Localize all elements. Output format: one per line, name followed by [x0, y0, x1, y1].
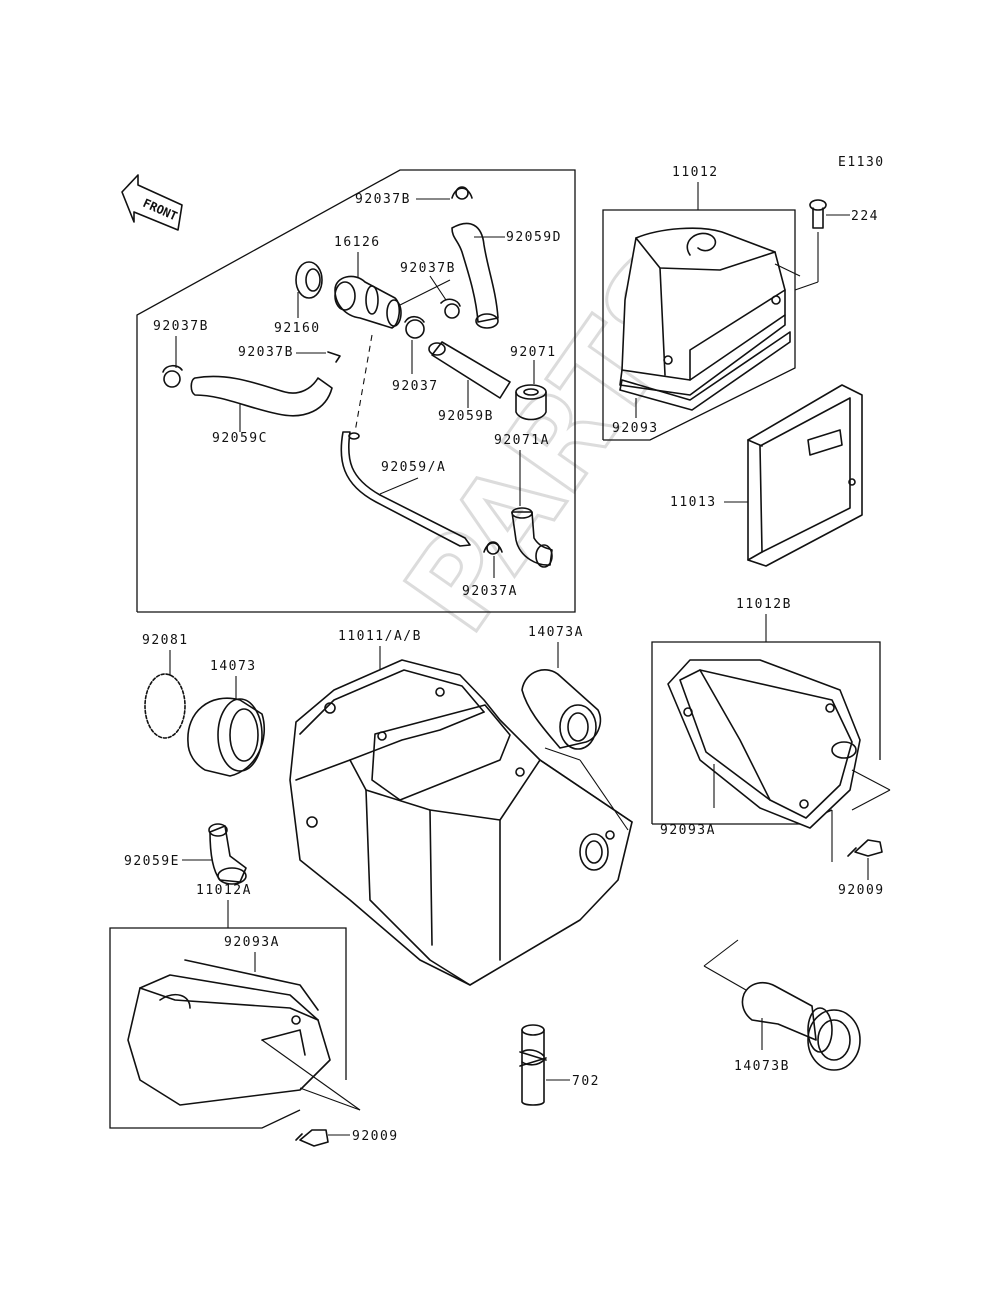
elbow-92071a: 92071A [494, 433, 553, 568]
label-16126: 16126 [334, 235, 381, 250]
label-92081: 92081 [142, 633, 189, 648]
clamp-92037 [404, 315, 425, 374]
clamp-92037b-mid [429, 275, 461, 319]
label-224: 224 [851, 209, 879, 224]
label-92071: 92071 [510, 345, 557, 360]
cover-11012-box: 11012 92093 224 [602, 165, 879, 441]
label-702: 702 [572, 1074, 600, 1089]
hose-92059c [190, 375, 333, 432]
label-92037a: 92037A [462, 584, 518, 599]
label-92059b: 92059B [438, 409, 494, 424]
label-92093a-right: 92093A [660, 823, 716, 838]
label-92160: 92160 [274, 321, 321, 336]
front-arrow-icon: FRONT [121, 174, 183, 231]
duct-14073a: 14073A [521, 625, 629, 831]
cap-92071 [515, 360, 547, 421]
label-92037b-top: 92037B [355, 192, 411, 207]
cover-11012b [667, 659, 861, 829]
gasket-92160 [295, 261, 323, 318]
label-92059c: 92059C [212, 431, 268, 446]
duct-14073: 14073 [187, 659, 266, 777]
label-92059d: 92059D [506, 230, 562, 245]
label-92059a: 92059/A [381, 460, 446, 475]
bolt-92009-left [295, 1129, 350, 1147]
bolt-92009-right [847, 839, 883, 880]
label-11013: 11013 [670, 495, 717, 510]
label-14073: 14073 [210, 659, 257, 674]
label-92009-right: 92009 [838, 883, 885, 898]
filter-element-11013 [724, 384, 863, 567]
cover-11012b-box: 11012B 92093A [651, 597, 891, 862]
label-14073a: 14073A [528, 625, 584, 640]
label-92059e: 92059E [124, 854, 180, 869]
label-92093: 92093 [612, 421, 659, 436]
cover-11012a-box: 11012A 92093A [109, 883, 361, 1129]
label-92037b-small: 92037B [238, 345, 294, 360]
label-14073b: 14073B [734, 1059, 790, 1074]
elbow-92059e [182, 823, 247, 885]
tube-702 [519, 1024, 570, 1106]
label-92071a: 92071A [494, 433, 550, 448]
label-11011: 11011/A/B [338, 629, 422, 644]
hose-92059a [340, 431, 471, 547]
label-92093a-left: 92093A [224, 935, 280, 950]
label-92037: 92037 [392, 379, 439, 394]
label-11012: 11012 [672, 165, 719, 180]
air-box-11011: 11011/A/B [289, 629, 633, 986]
label-92037b-mid: 92037B [400, 261, 456, 276]
cover-11012a [127, 959, 331, 1106]
label-11012b: 11012B [736, 597, 792, 612]
clip-92037b-small [296, 351, 341, 363]
hose-92059d [451, 222, 505, 329]
breather-assembly-box: 92037B 92059D 16126 92037B [136, 169, 576, 613]
clamp-92037a [483, 541, 503, 578]
diagram-code: E1130 [838, 155, 885, 170]
spring-92081: 92081 [142, 633, 189, 739]
label-92009-left: 92009 [352, 1129, 399, 1144]
gasket-92093 [619, 331, 791, 411]
hose-92059b [428, 341, 511, 408]
duct-14073b [703, 939, 861, 1071]
label-11012a: 11012A [196, 883, 252, 898]
clamp-92037b-left [162, 364, 183, 388]
bolt-224 [774, 199, 850, 291]
label-92037b-left: 92037B [153, 319, 209, 334]
valve-16126: 16126 [334, 235, 451, 329]
clamp-92037b-top [416, 186, 473, 200]
cover-11012 [619, 227, 786, 396]
